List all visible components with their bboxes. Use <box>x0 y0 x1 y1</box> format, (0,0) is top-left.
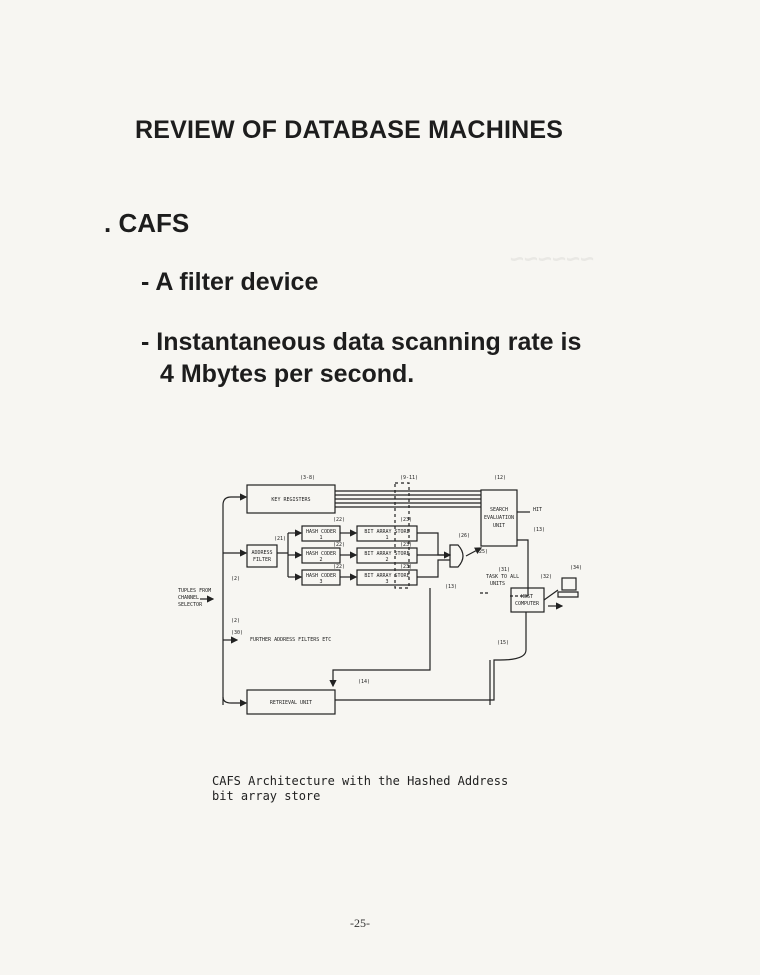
further-filters-label: FURTHER ADDRESS FILTERS ETC <box>250 637 331 643</box>
hit-label: HIT <box>533 507 542 513</box>
feedback-line <box>329 588 431 688</box>
host-computer-label: HOST <box>521 594 533 600</box>
ref-label: (2) <box>231 618 240 624</box>
bullet-item: - Instantaneous data scanning rate is 4 … <box>141 326 581 390</box>
bit-store-label: 2 <box>385 557 388 563</box>
ref-label: (9-11) <box>400 475 418 481</box>
ref-label: (23) <box>400 517 412 523</box>
search-eval-label: UNIT <box>493 523 505 529</box>
ref-label: (13) <box>533 527 545 533</box>
trunk-to-key-registers <box>222 493 248 506</box>
key-registers-label: KEY REGISTERS <box>271 497 310 503</box>
address-filter-label: FILTER <box>253 557 272 563</box>
bit-store-label: 3 <box>385 579 388 585</box>
tuples-label: CHANNEL <box>178 595 199 601</box>
search-host-line <box>517 539 529 596</box>
hash-coder-label: HASH CODER <box>306 529 337 535</box>
trunk-to-retrieval <box>222 696 248 707</box>
search-eval-label: EVALUATION <box>484 515 514 521</box>
ref-label: (3-8) <box>300 475 315 481</box>
terminal-screen <box>561 577 577 591</box>
page-title: REVIEW OF DATABASE MACHINES <box>135 116 564 144</box>
hash-coder-label: HASH CODER <box>306 551 337 557</box>
store-output-line <box>417 559 450 578</box>
section-heading: . CAFS <box>104 208 190 238</box>
ref-label: (12) <box>494 475 506 481</box>
logic-gate <box>449 544 464 568</box>
terminal-base <box>557 591 579 598</box>
ref-label: (34) <box>570 565 582 571</box>
bit-store-label: 1 <box>385 535 388 541</box>
hash-coder-label: 1 <box>319 535 322 541</box>
bullet-text: - A filter device <box>141 268 319 296</box>
search-eval-label: SEARCH <box>490 507 508 513</box>
ref-label: (14) <box>358 679 370 685</box>
store-output-line <box>417 532 450 556</box>
ref-label: (22) <box>333 517 345 523</box>
task-label: UNITS <box>490 581 505 587</box>
ref-label: (2) <box>231 576 240 582</box>
hash-coder-label: 3 <box>319 579 322 585</box>
address-filter-label: ADDRESS <box>251 550 272 556</box>
ref-label: (32) <box>540 574 552 580</box>
tuples-label: TUPLES FROM <box>178 588 211 594</box>
ref-label: (23) <box>400 542 412 548</box>
hash-coder-label: HASH CODER <box>306 573 337 579</box>
dashed-enclosure <box>394 482 410 589</box>
ref-label: (30) <box>231 630 243 636</box>
retrieval-unit-label: RETRIEVAL UNIT <box>270 700 312 706</box>
page-number: -25- <box>350 916 370 930</box>
address-filter-box <box>246 544 278 568</box>
retrieval-unit-box <box>246 689 336 715</box>
ref-label: (21) <box>274 536 286 542</box>
figure-caption: CAFS Architecture with the Hashed Addres… <box>212 774 508 804</box>
ref-label: (25) <box>476 549 488 555</box>
host-retrieval-line <box>335 612 527 701</box>
gate-to-search-arrow <box>465 547 483 557</box>
bullet-item: - A filter device <box>141 266 318 298</box>
ref-label: (31) <box>498 567 510 573</box>
ref-label: (23) <box>400 564 412 570</box>
search-evaluation-box <box>480 489 518 547</box>
ref-label: (26) <box>458 533 470 539</box>
caption-line: bit array store <box>212 789 321 803</box>
ref-label: (22) <box>333 542 345 548</box>
bit-store-label: BIT ARRAY STORE <box>364 573 409 579</box>
ref-label: (22) <box>333 564 345 570</box>
caption-line: CAFS Architecture with the Hashed Addres… <box>212 774 509 788</box>
bullet-text: - Instantaneous data scanning rate is <box>141 328 582 356</box>
bit-store-label: BIT ARRAY STORE <box>364 529 409 535</box>
tuples-label: SELECTOR <box>178 602 203 608</box>
ref-label: (13) <box>445 584 457 590</box>
bullet-text-continued: 4 Mbytes per second. <box>160 360 415 388</box>
task-label: TASK TO ALL <box>486 574 519 580</box>
bit-store-label: BIT ARRAY STORE <box>364 551 409 557</box>
host-terminal-line <box>543 589 559 601</box>
host-computer-label: COMPUTER <box>515 601 540 607</box>
ref-label: (15) <box>497 640 509 646</box>
hash-coder-label: 2 <box>319 557 322 563</box>
